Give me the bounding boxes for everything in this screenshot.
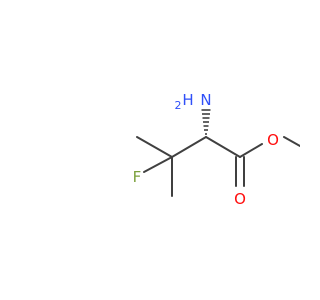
bond-c3-fluorine bbox=[143, 156, 173, 173]
fluorine-label: F bbox=[133, 168, 142, 186]
amine-hydrogen-count: 2 bbox=[175, 99, 182, 112]
hashed-wedge-bond bbox=[201, 109, 211, 135]
bonds bbox=[136, 109, 300, 197]
atom-labels: N H 2 O O F bbox=[133, 91, 279, 208]
carbonyl-oxygen-label: O bbox=[234, 190, 246, 208]
bond-c3-c2 bbox=[171, 136, 207, 158]
bond-c1-ester-o bbox=[239, 143, 263, 158]
amine-hydrogen-label: H bbox=[182, 91, 193, 109]
ester-oxygen-label: O bbox=[267, 131, 279, 149]
nitrogen-label: N bbox=[200, 91, 211, 109]
bond-c2-c1 bbox=[205, 136, 241, 158]
bond-ester-o-methyl bbox=[283, 136, 300, 147]
molecule-structure: N H 2 O O F bbox=[133, 91, 300, 208]
bond-c3-methyl-upper bbox=[136, 136, 173, 158]
